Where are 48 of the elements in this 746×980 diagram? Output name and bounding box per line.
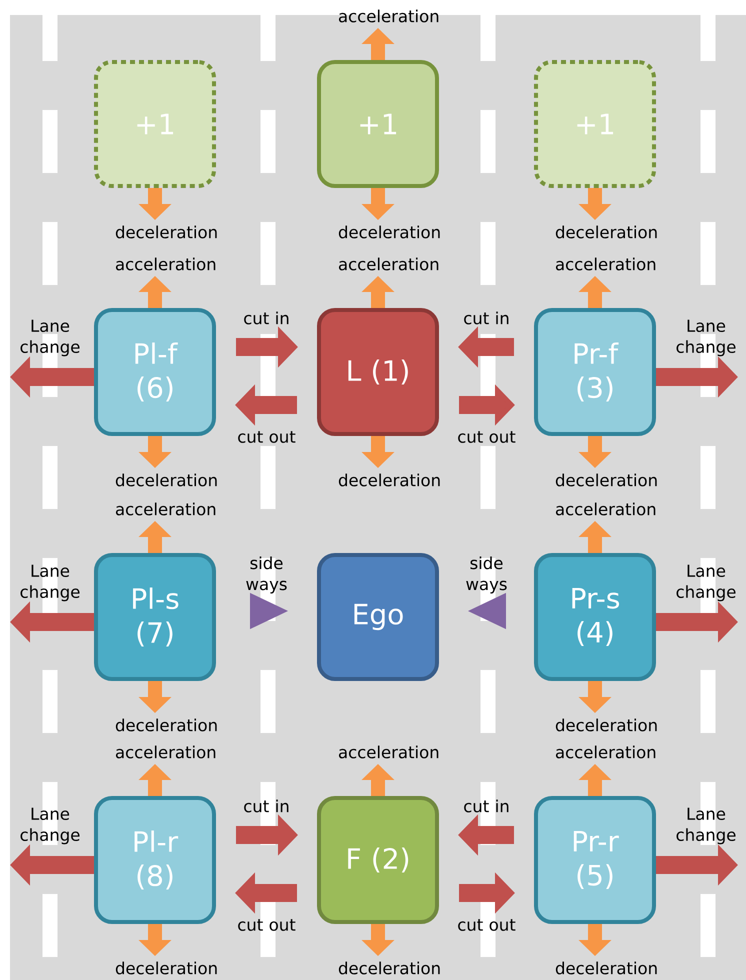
edge-label: deceleration [556, 226, 657, 238]
vehicle-box: Pr-f (3) [534, 308, 656, 436]
edge-label: deceleration [116, 474, 217, 486]
edge-label: acceleration [338, 10, 438, 22]
edge-label: acceleration [116, 502, 216, 516]
edge-label: Lane change [20, 564, 80, 602]
vehicle-box: Pr-r (5) [534, 796, 656, 924]
edge-label: deceleration [338, 962, 440, 974]
vehicle-box: L (1) [317, 308, 439, 436]
edge-label: Lane change [676, 320, 736, 356]
ego-vehicle-box: Ego [317, 553, 439, 681]
edge-label: deceleration [556, 474, 657, 486]
edge-label: side ways [466, 556, 507, 594]
edge-label: cut out [458, 431, 516, 443]
edge-label: cut in [464, 312, 508, 324]
edge-label: deceleration [116, 226, 217, 238]
edge-label: cut in [244, 312, 288, 324]
vehicle-box: F (2) [317, 796, 439, 924]
vehicle-box: +1 [317, 60, 439, 188]
edge-label: acceleration [556, 746, 656, 758]
edge-label: cut out [238, 919, 296, 931]
edge-label: deceleration [556, 962, 657, 974]
edge-label: acceleration [556, 502, 656, 516]
edge-label: deceleration [116, 718, 217, 732]
edge-label: acceleration [338, 258, 438, 270]
edge-label: deceleration [338, 226, 440, 238]
edge-label: acceleration [116, 258, 216, 270]
edge-label: acceleration [556, 258, 656, 270]
edge-label: cut out [458, 919, 516, 931]
edge-label: deceleration [116, 962, 217, 974]
edge-label: Lane change [676, 808, 736, 844]
vehicle-box: Pl-r (8) [94, 796, 216, 924]
placeholder-box: +1 [94, 60, 216, 188]
edge-label: cut out [238, 431, 296, 443]
vehicle-box: Pr-s (4) [534, 553, 656, 681]
edge-label: deceleration [338, 474, 440, 486]
placeholder-box: +1 [534, 60, 656, 188]
edge-label: deceleration [556, 718, 657, 732]
edge-label: acceleration [338, 746, 438, 758]
vehicle-box: Pl-f (6) [94, 308, 216, 436]
vehicle-box: Pl-s (7) [94, 553, 216, 681]
edge-label: cut in [244, 800, 288, 812]
edge-label: side ways [246, 556, 287, 594]
edge-label: Lane change [676, 564, 736, 602]
edge-label: Lane change [20, 320, 80, 356]
edge-label: cut in [464, 800, 508, 812]
edge-label: Lane change [20, 808, 80, 844]
edge-label: acceleration [116, 746, 216, 758]
